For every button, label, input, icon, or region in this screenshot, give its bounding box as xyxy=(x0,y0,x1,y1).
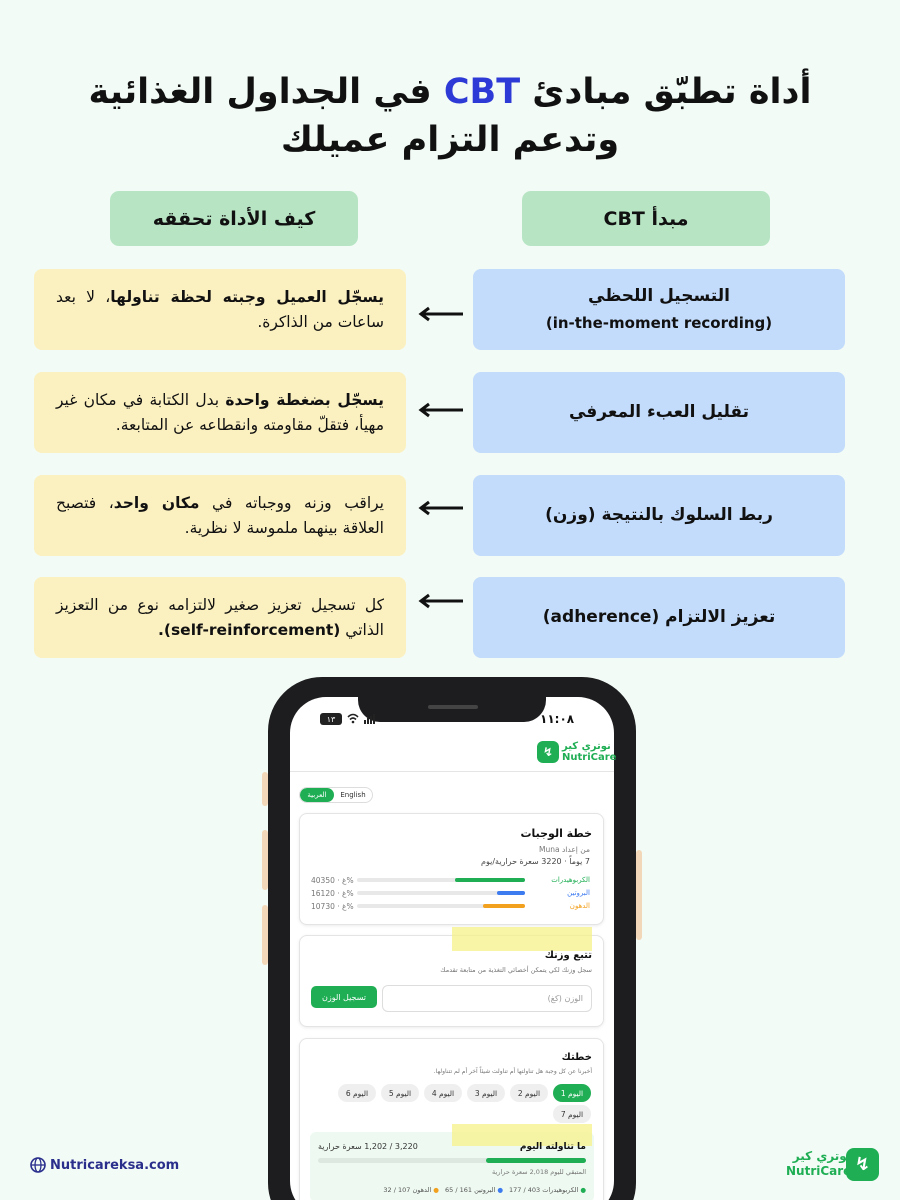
your-plan-title: خطتك xyxy=(561,1052,592,1063)
your-plan-desc: أخبرنا عن كل وجبة هل تناولتها أم تناولت … xyxy=(433,1068,592,1075)
meal-plan-summary: 7 يوماً · 3220 سعرة حرارية/يوم xyxy=(481,857,590,866)
speaker-grille xyxy=(428,705,478,709)
phone-side-button xyxy=(262,772,268,806)
log-weight-button[interactable]: تسجيل الوزن xyxy=(311,986,377,1008)
macro-label-protein: البروتين xyxy=(567,889,590,897)
status-time: ١١:٠٨ xyxy=(540,712,575,726)
page-title: أداة تطبّق مبادئ CBT في الجداول الغذائية… xyxy=(88,72,812,160)
day-tab-1[interactable]: اليوم 1 xyxy=(553,1084,591,1102)
today-progress-fill xyxy=(486,1158,586,1163)
weight-input[interactable]: الوزن (كغ) xyxy=(382,985,592,1012)
phone-side-button xyxy=(636,850,642,940)
today-title: ما تناولته اليوم xyxy=(519,1142,586,1152)
macro-fill-fat xyxy=(483,904,525,908)
today-macro-protein: ● البروتين 161 / 65 xyxy=(444,1186,504,1194)
day-tab-7[interactable]: اليوم 7 xyxy=(553,1105,591,1123)
today-progress-track xyxy=(318,1158,586,1163)
globe-icon xyxy=(30,1157,46,1173)
highlight-mark xyxy=(452,1124,592,1146)
weight-desc: سجل وزنك لكي يتمكن أخصائي التغذية من متا… xyxy=(440,966,592,974)
today-remaining: المتبقي لليوم 2,018 سعرة حرارية xyxy=(492,1168,586,1176)
principle-card-2: تقليل العبء المعرفي xyxy=(473,372,845,453)
arrow-left-icon xyxy=(418,500,463,516)
tool-card-4: كل تسجيل تعزيز صغير لالتزامه نوع من التع… xyxy=(34,577,406,658)
footer-brand: نوتري كير NutriCare xyxy=(786,1149,852,1178)
day-tab-3[interactable]: اليوم 3 xyxy=(467,1084,505,1102)
macro-value-fat: 107غ · 30% xyxy=(311,902,354,911)
principle-card-3: ربط السلوك بالنتيجة (وزن) xyxy=(473,475,845,556)
header-principle: مبدأ CBT xyxy=(522,191,770,246)
macro-bar-fat xyxy=(357,904,525,908)
battery-icon: ١٣ xyxy=(320,713,342,725)
arrow-left-icon xyxy=(418,402,463,418)
meal-plan-title: خطة الوجبات xyxy=(520,827,592,840)
tool-card-1: يسجّل العميل وجبته لحظة تناولها، لا بعد … xyxy=(34,269,406,350)
meal-plan-author: من إعداد Muna xyxy=(539,845,590,854)
tool-card-2: يسجّل بضغطة واحدة بدل الكتابة في مكان غي… xyxy=(34,372,406,453)
arrow-left-icon xyxy=(418,306,463,322)
wifi-icon xyxy=(347,713,359,724)
today-calories: 3,220 / 1,202 سعرة حرارية xyxy=(318,1142,418,1151)
today-macro-carbs: ● الكربوهيدرات 403 / 177 xyxy=(509,1186,586,1194)
lang-ar-option[interactable]: العربية xyxy=(300,788,334,802)
phone-side-button xyxy=(262,905,268,965)
weight-title: تتبع وزنك xyxy=(544,950,592,961)
header-how: كيف الأداة تحققه xyxy=(110,191,358,246)
day-tab-4[interactable]: اليوم 4 xyxy=(424,1084,462,1102)
macro-fill-carbs xyxy=(455,878,525,882)
lang-en-option[interactable]: English xyxy=(340,791,366,799)
today-macros: ● الكربوهيدرات 403 / 177 ● البروتين 161 … xyxy=(318,1186,586,1194)
app-logo-icon: ↯ xyxy=(537,741,559,763)
macro-bar-carbs xyxy=(357,878,525,882)
day-tab-5[interactable]: اليوم 5 xyxy=(381,1084,419,1102)
phone-side-button xyxy=(262,830,268,890)
day-tab-6[interactable]: اليوم 6 xyxy=(338,1084,376,1102)
signal-icon xyxy=(364,714,375,724)
macro-label-carbs: الكربوهيدرات xyxy=(551,876,590,884)
macro-value-protein: 161غ · 20% xyxy=(311,889,354,898)
day-tab-2[interactable]: اليوم 2 xyxy=(510,1084,548,1102)
principle-card-4: تعزيز الالتزام (adherence) xyxy=(473,577,845,658)
website-link[interactable]: Nutricareksa.com xyxy=(30,1157,179,1173)
app-brand: نوتري كير NutriCare xyxy=(562,741,617,763)
header-divider xyxy=(290,771,614,772)
language-toggle[interactable]: العربية English xyxy=(299,787,373,803)
macro-value-carbs: 403غ · 50% xyxy=(311,876,354,885)
macro-label-fat: الدهون xyxy=(569,902,590,910)
cbt-highlight: CBT xyxy=(443,72,521,112)
today-macro-fat: ● الدهون 107 / 32 xyxy=(383,1186,439,1194)
brand-logo-icon: ↯ xyxy=(846,1148,879,1181)
macro-fill-protein xyxy=(497,891,525,895)
macro-bar-protein xyxy=(357,891,525,895)
tool-card-3: يراقب وزنه ووجباته في مكان واحد، فتصبح ا… xyxy=(34,475,406,556)
arrow-left-icon xyxy=(418,593,463,609)
principle-card-1: التسجيل اللحظي (in-the-moment recording) xyxy=(473,269,845,350)
highlight-mark xyxy=(452,927,592,951)
